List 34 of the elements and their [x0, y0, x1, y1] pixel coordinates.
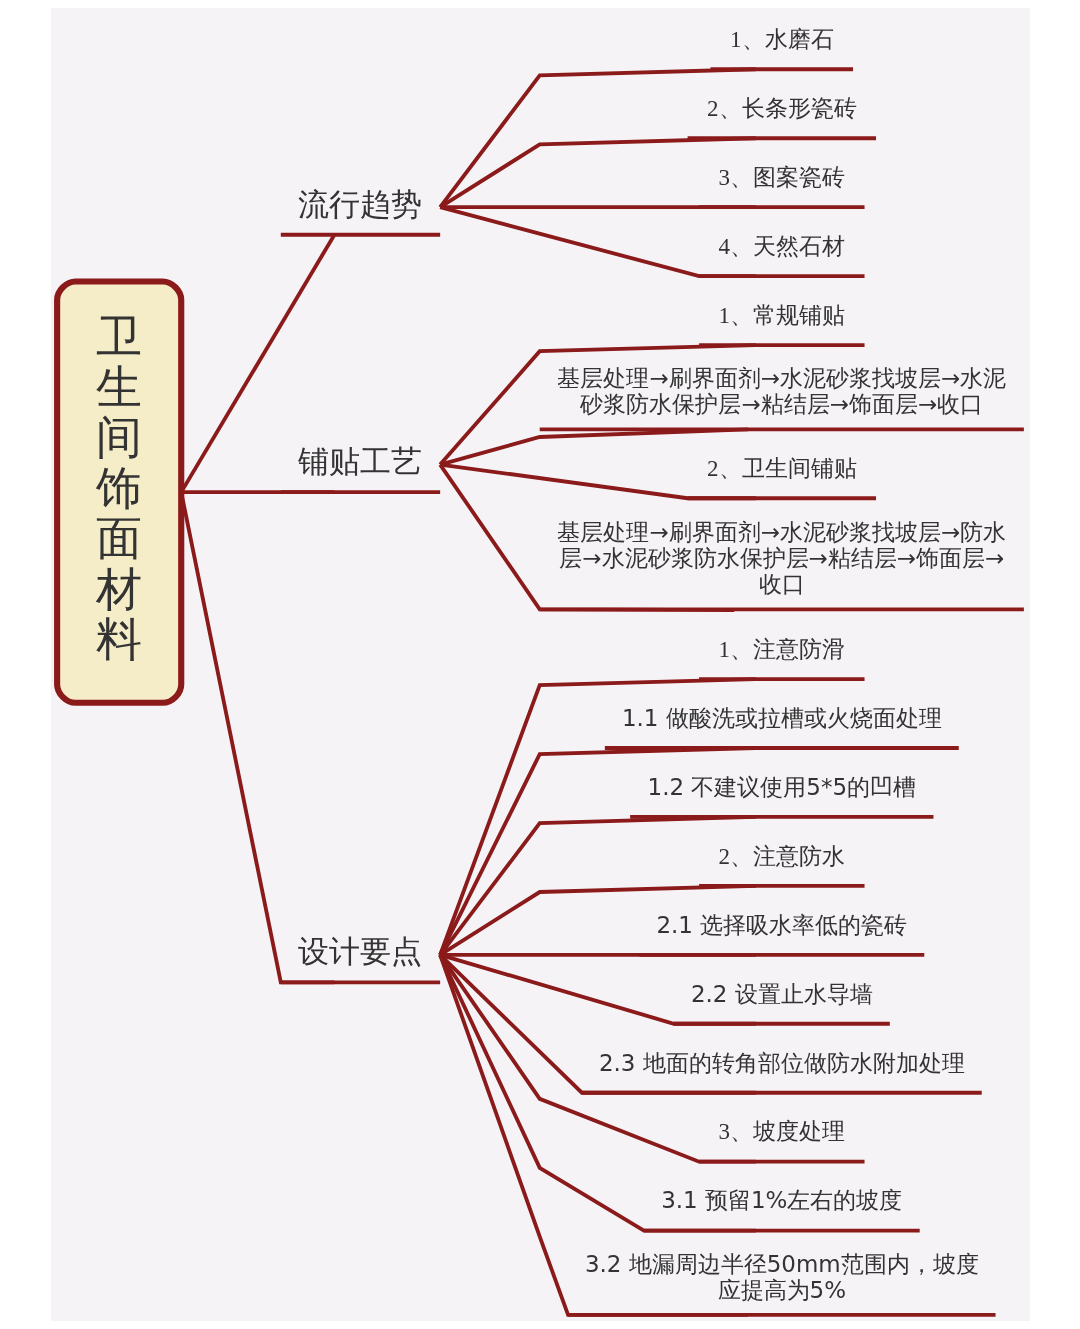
connector — [437, 746, 756, 956]
node-text: 1、注意防滑 — [718, 636, 845, 662]
node-box: 卫生间饰面材料 — [53, 278, 184, 706]
node-text: 基层处理→刷界面剂→水泥砂浆找坡层→水泥砂浆防水保护层→粘结层→饰面层→收口 — [556, 365, 1006, 418]
node-text: 4、天然石材 — [718, 233, 845, 259]
connector — [438, 136, 756, 209]
node-text: 1.1 做酸洗或拉槽或火烧面处理 — [621, 704, 942, 731]
connector — [437, 954, 756, 1233]
node-text: 2、注意防水 — [718, 843, 845, 869]
node-text: 1、水磨石 — [729, 27, 834, 53]
node-text: 3、坡度处理 — [718, 1119, 845, 1145]
node-text: 设计要点 — [297, 935, 422, 970]
node-text: 2.1 选择吸水率低的瓷砖 — [655, 911, 907, 938]
connector — [437, 677, 756, 956]
node-text: 2.3 地面的转角部位做防水附加处理 — [598, 1049, 965, 1076]
node-text: 流行趋势 — [297, 187, 422, 222]
node-text: 3.1 预留1%左右的坡度 — [660, 1187, 902, 1214]
node-text: 2、卫生间铺贴 — [706, 456, 857, 482]
connector — [438, 815, 756, 956]
connector — [438, 953, 756, 1164]
node-text: 基层处理→刷界面剂→水泥砂浆找坡层→防水层→水泥砂浆防水保护层→粘结层→饰面层→收口 — [556, 519, 1006, 598]
node-text: 3、图案瓷砖 — [718, 164, 845, 190]
connector — [439, 205, 756, 279]
connector — [438, 343, 756, 466]
connector — [437, 954, 748, 1317]
node-text: 1.2 不建议使用5*5的凹槽 — [647, 773, 916, 800]
connector — [438, 67, 756, 209]
connector — [439, 427, 748, 467]
node-text: 3.2 地漏周边半径50mm范围内，坡度应提高为5% — [584, 1250, 979, 1304]
node-text: 铺贴工艺 — [297, 445, 422, 480]
node-text: 2.2 设置止水导墙 — [690, 980, 873, 1007]
connector — [438, 463, 734, 613]
node-text: 1、常规铺贴 — [718, 302, 845, 328]
node-text: 2、长条形瓷砖 — [706, 96, 857, 122]
